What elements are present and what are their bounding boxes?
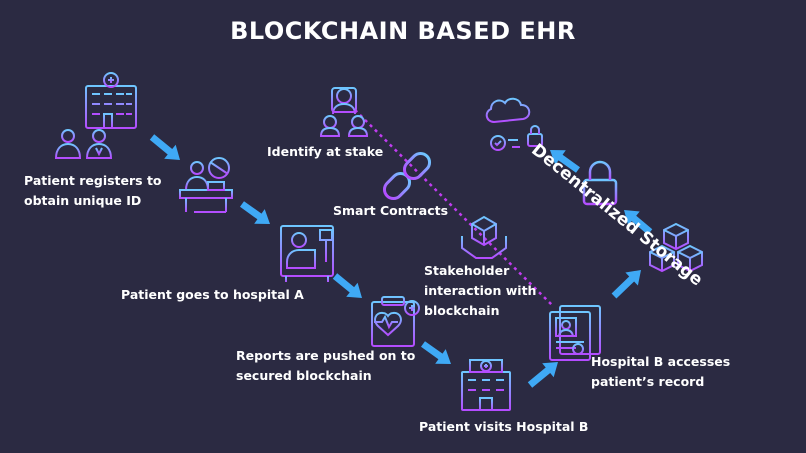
step-label-reports-pushed: Reports are pushed on to secured blockch… [236, 348, 416, 383]
padlock-icon [582, 160, 618, 206]
chain-link-icon [382, 151, 432, 201]
arrow-reception-to-hospital-a [240, 201, 270, 224]
patient-record-icon [549, 305, 601, 361]
hospital-building-with-doctors-icon [54, 72, 137, 159]
blockchain-cubes-icon [649, 222, 703, 273]
arrow-record-to-cubes [611, 270, 641, 299]
arrow-padlock-to-cloud [550, 150, 580, 173]
hospital-b-building-icon [458, 359, 514, 411]
step-label-visits-hospital-b: Patient visits Hospital B [419, 419, 589, 434]
stakeholders-group-icon [319, 87, 369, 137]
arrow-cubes-to-padlock [624, 210, 653, 235]
step-label-register: Patient registers to obtain unique ID [24, 173, 162, 208]
reception-desk-icon [179, 157, 233, 213]
step-label-hospital-a: Patient goes to hospital A [121, 287, 304, 302]
arrow-hospital-b-to-record [527, 362, 558, 388]
medical-report-icon [371, 296, 420, 347]
label-stakeholder-interaction: Stakeholder interaction with blockchain [424, 263, 537, 318]
diagram-title: BLOCKCHAIN BASED EHR [230, 17, 576, 45]
step-label-hospital-b-access: Hospital B accesses patient’s record [591, 354, 731, 389]
arrow-reports-to-hospital-b [421, 341, 451, 364]
label-identify-stakeholders: Identify at stake [267, 144, 384, 159]
hands-holding-cube-icon [461, 215, 507, 259]
cloud-storage-icon [485, 97, 543, 151]
arrow-register-to-reception [149, 134, 180, 160]
label-smart-contracts: Smart Contracts [333, 203, 449, 218]
arrow-hospital-a-to-reports [332, 273, 362, 298]
patient-bed-icon [280, 225, 334, 282]
